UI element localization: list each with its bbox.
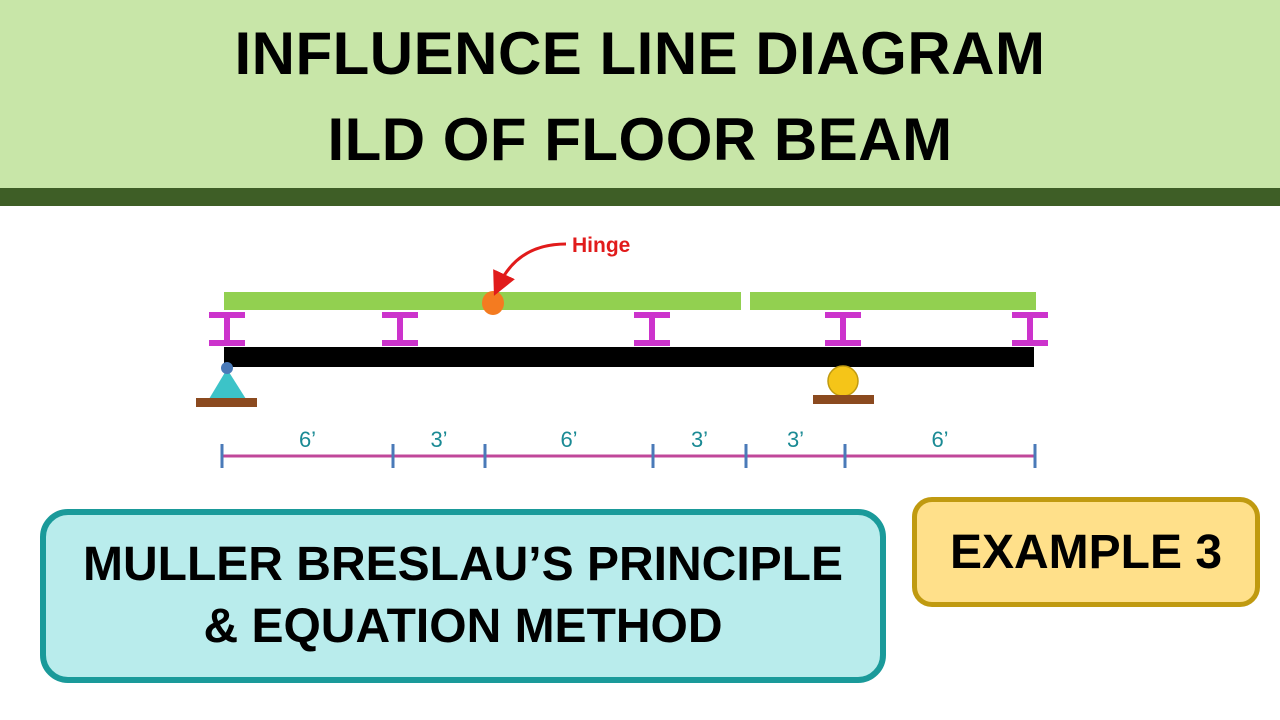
title-line-1: INFLUENCE LINE DIAGRAM — [234, 20, 1046, 87]
floor-beam-diagram: Hinge 6’ 3’ 6’ 3’ 3’ 6’ — [196, 234, 1048, 468]
header-banner — [0, 0, 1280, 188]
i-section-1 — [209, 312, 245, 346]
roller-support — [813, 365, 874, 404]
i-section-3 — [634, 312, 670, 346]
title-line-2: ILD OF FLOOR BEAM — [327, 106, 953, 173]
dimension-label: 3’ — [430, 427, 447, 452]
method-line-1: MULLER BRESLAU’S PRINCIPLE — [82, 538, 844, 591]
hinge-arrow — [493, 242, 567, 296]
dimension-label: 6’ — [931, 427, 948, 452]
i-section-5 — [1012, 312, 1048, 346]
header-divider-band — [0, 188, 1280, 206]
example-label: EXAMPLE 3 — [949, 525, 1223, 579]
dimension-label: 6’ — [299, 427, 316, 452]
hinge-label: Hinge — [572, 234, 630, 257]
dimension-label: 3’ — [691, 427, 708, 452]
dimension-label: 3’ — [787, 427, 804, 452]
i-section-4 — [825, 312, 861, 346]
pin-support — [196, 362, 257, 407]
dimension-label: 6’ — [560, 427, 577, 452]
stringer-right — [750, 292, 1036, 310]
method-box: MULLER BRESLAU’S PRINCIPLE & EQUATION ME… — [40, 509, 886, 683]
example-badge: EXAMPLE 3 — [912, 497, 1260, 607]
hinge-dot — [482, 291, 504, 315]
floor-beam — [224, 347, 1034, 367]
dimension-labels: 6’ 3’ 6’ 3’ 3’ 6’ — [299, 427, 949, 452]
method-line-2: & EQUATION METHOD — [203, 600, 723, 653]
dimension-ticks — [220, 444, 1037, 468]
i-section-2 — [382, 312, 418, 346]
